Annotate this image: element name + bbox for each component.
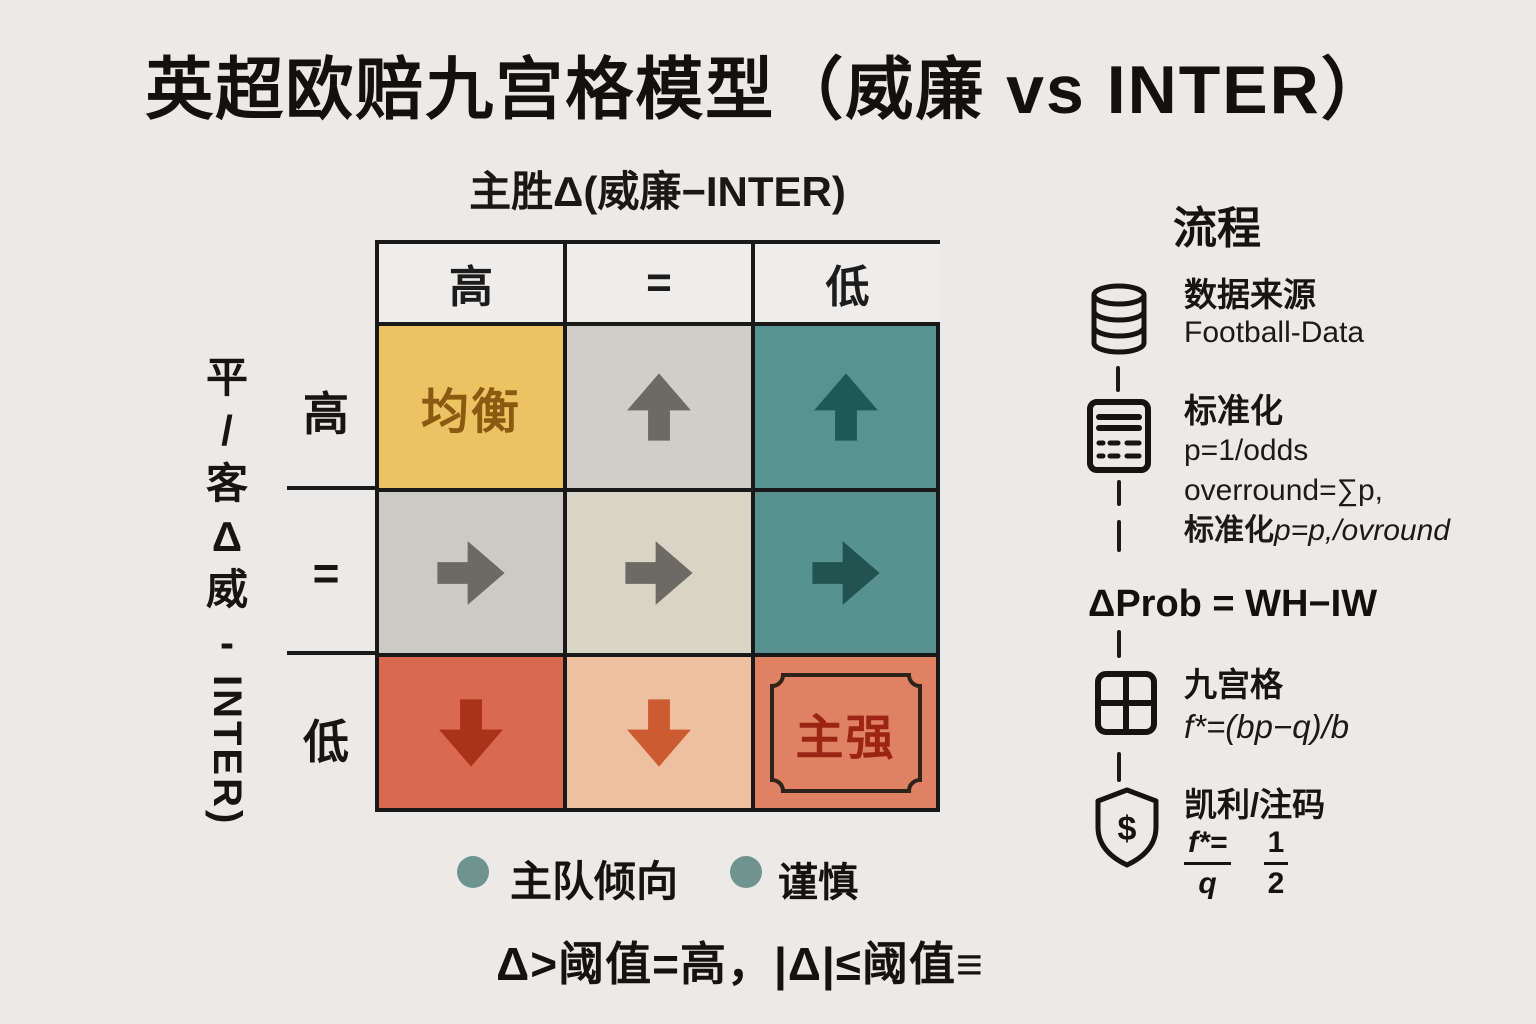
up-arrow-icon	[627, 373, 691, 441]
flow-step2-line3-prefix: 标准化	[1184, 514, 1274, 547]
row-axis-char: 平	[205, 354, 248, 401]
col-header-equal: =	[563, 240, 751, 322]
shield-icon: $	[1095, 787, 1159, 868]
matrix-cell-r2c3	[751, 488, 940, 653]
flow-step1-line: Football-Data	[1184, 316, 1365, 349]
flow-step1-title: 数据来源	[1184, 276, 1316, 313]
right-arrow-icon	[437, 540, 505, 605]
row-axis-char: -	[220, 619, 234, 667]
matrix-cell-r1c3	[751, 322, 940, 488]
half-fraction: 1 2	[1263, 826, 1289, 901]
page-title: 英超欧赔九宫格模型（威廉 vs INTER）	[145, 52, 1391, 128]
column-axis-label: 主胜Δ(威廉−INTER)	[469, 168, 846, 215]
flow-step2-line2: overround=∑p,	[1184, 474, 1384, 507]
nine-grid-matrix: 高 = 低 均衡 主强	[375, 240, 940, 812]
flow-connector	[1116, 366, 1120, 392]
row-divider-line	[287, 651, 379, 655]
kelly-criterion-formula: f*=(bp−q)/b	[1184, 708, 1350, 745]
database-icon	[1091, 283, 1147, 355]
flow-step2-line1: p=1/odds	[1184, 434, 1309, 467]
col-header-low: 低	[751, 240, 940, 322]
row-axis-char: /	[221, 407, 233, 455]
matrix-cell-r1c1-balanced: 均衡	[375, 322, 563, 488]
flow-connector	[1117, 752, 1121, 782]
legend-label-home-tendency: 主队倾向	[510, 858, 679, 905]
threshold-formula: Δ>阈值=高，|Δ|≤阈值≡	[496, 938, 984, 990]
cell-text: 均衡	[420, 386, 521, 439]
row-divider-line	[287, 486, 379, 490]
row-axis-char: 威	[205, 566, 248, 614]
flow-step2-line3: 标准化p=p,/ovround	[1184, 516, 1450, 546]
matrix-cell-r3c1	[375, 653, 563, 812]
row-axis-char: Δ	[211, 513, 243, 561]
flow-step5-title: 凯利/注码	[1184, 786, 1326, 823]
flow-connector	[1117, 630, 1121, 658]
flow-connector	[1117, 480, 1121, 506]
up-arrow-icon	[813, 373, 878, 441]
matrix-cell-r2c1	[375, 488, 563, 653]
legend-label-caution: 谨慎	[778, 861, 858, 905]
matrix-cell-r2c2	[563, 488, 751, 653]
flow-panel-title: 流程	[1173, 204, 1261, 253]
stake-fractions: f*= q 1 2	[1184, 826, 1289, 901]
dollar-symbol: $	[1118, 810, 1137, 848]
down-arrow-icon	[439, 698, 503, 767]
flow-step2-title: 标准化	[1184, 392, 1283, 429]
flow-step2-line3-formula: p=p,/ovround	[1274, 514, 1450, 547]
flow-connector	[1117, 520, 1121, 552]
matrix-cell-r1c2	[563, 322, 751, 488]
plaque-frame	[769, 672, 922, 793]
fraction-numerator: f*=	[1184, 826, 1232, 865]
row-axis-char: 客	[205, 460, 248, 508]
fraction-denominator: q	[1198, 867, 1217, 900]
matrix-cell-r3c3-home-strong: 主强	[751, 653, 940, 812]
col-header-high: 高	[375, 240, 563, 322]
row-header-low: 低	[303, 716, 349, 768]
row-header-equal: =	[312, 547, 340, 599]
cell-text: 主强	[795, 711, 896, 765]
legend-dot-caution	[730, 856, 762, 888]
flow-step4-title: 九宫格	[1184, 666, 1283, 703]
row-axis-rotated-text: INTER)	[205, 674, 249, 826]
row-header-high: 高	[303, 388, 349, 440]
matrix-cell-r3c2	[563, 653, 751, 812]
fraction-denominator: 2	[1267, 867, 1285, 900]
calculator-icon	[1087, 399, 1151, 473]
right-arrow-icon	[811, 540, 880, 605]
grid-icon	[1095, 671, 1157, 735]
legend-dot-home-tendency	[457, 856, 489, 888]
right-arrow-icon	[625, 540, 693, 605]
fraction-numerator: 1	[1263, 826, 1289, 865]
kelly-fraction: f*= q	[1184, 826, 1232, 901]
row-axis-label: 平 / 客 Δ 威 - INTER)	[192, 354, 262, 826]
delta-prob-formula: ΔProb = WH−IW	[1088, 583, 1378, 625]
down-arrow-icon	[627, 698, 691, 767]
